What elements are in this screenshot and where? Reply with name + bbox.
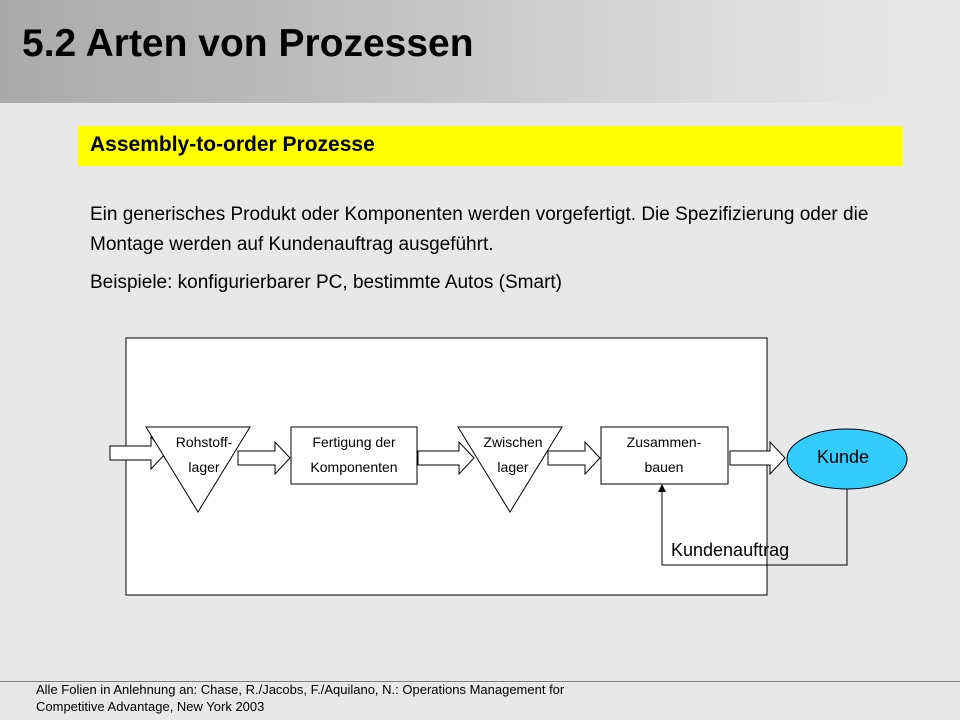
footer-line-1: Alle Folien in Anlehnung an: Chase, R./J… [36,682,565,697]
flow-arrow-2 [417,440,475,476]
component-manufacturing-label-line-2: Komponenten [310,459,397,475]
raw-storage-label-line-1: Rohstoff- [176,434,233,450]
section-heading: Assembly-to-order Prozesse [90,133,375,156]
assembly-label-line-2: bauen [645,459,684,475]
raw-storage-label-line-2: lager [188,459,219,475]
section-heading-bar: Assembly-to-order Prozesse [78,126,903,166]
definition-paragraph: Ein generisches Produkt oder Komponenten… [90,204,869,255]
assembly-box [600,426,729,485]
flow-arrow-3 [547,440,601,476]
intermediate-storage-label-line-2: lager [497,459,528,475]
examples-paragraph: Beispiele: konfigurierbarer PC, bestimmt… [90,272,563,293]
customer-order-line [661,489,848,566]
footer-citation: Alle Folien in Anlehnung an: Chase, R./J… [36,681,736,715]
flow-arrow-4 [729,440,786,476]
assembly-label-line-1: Zusammen- [627,434,702,450]
intermediate-storage-triangle [457,426,563,513]
input-arrow [109,435,167,471]
customer-order-label: Kundenauftrag [671,540,789,560]
customer-label: Kunde [817,447,869,467]
component-manufacturing-box [290,426,418,485]
intermediate-storage-label-line-1: Zwischen [483,434,542,450]
raw-storage-triangle [145,426,251,513]
flow-arrow-1 [237,440,291,476]
component-manufacturing-label-line-1: Fertigung der [312,434,396,450]
title-band [0,0,908,103]
footer-divider [0,681,960,682]
slide-title: 5.2 Arten von Prozessen [22,22,474,65]
customer-order-arrowhead [658,484,666,492]
footer-line-2: Competitive Advantage, New York 2003 [36,699,265,714]
